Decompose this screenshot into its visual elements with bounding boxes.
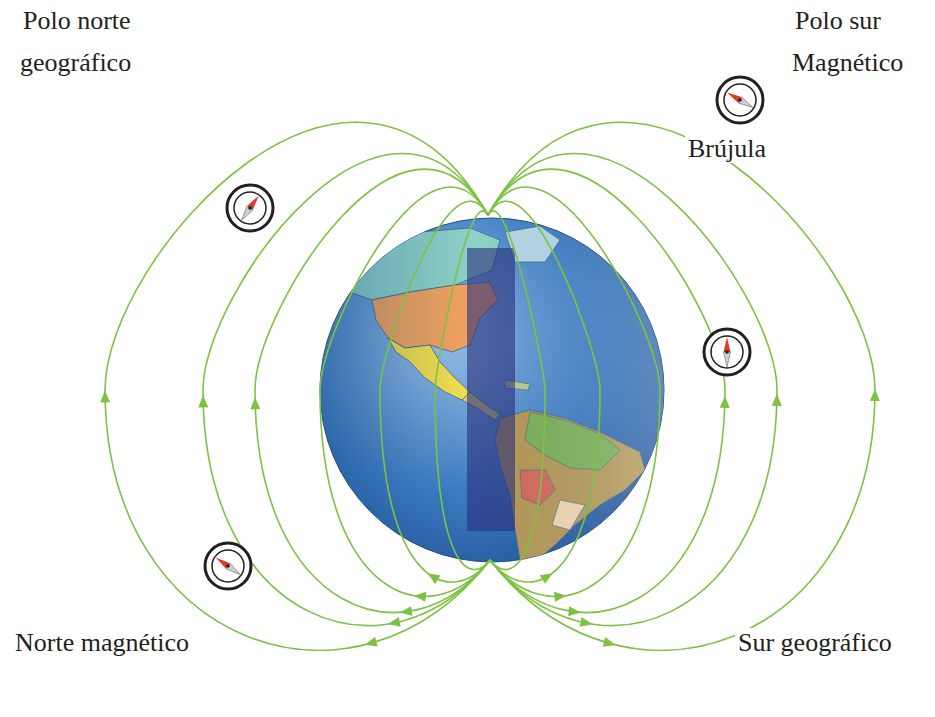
field-arrow — [198, 395, 208, 407]
field-line — [488, 169, 725, 612]
field-arrow — [554, 591, 567, 602]
field-line — [203, 154, 490, 626]
field-arrow — [100, 390, 110, 402]
compasses — [205, 77, 763, 589]
field-line — [488, 122, 875, 650]
field-arrow — [580, 617, 594, 629]
label-text: Sur geográfico — [735, 628, 895, 657]
label-text: Polo norte geográfico — [20, 6, 134, 77]
label-text: Norte magnético — [12, 628, 192, 657]
field-line — [488, 187, 660, 596]
field-arrow — [250, 397, 260, 409]
field-arrow — [540, 569, 555, 584]
field-line — [435, 211, 490, 570]
diagram-label: Norte magnético — [12, 622, 272, 664]
field-lines — [100, 122, 880, 650]
compass — [704, 329, 750, 375]
field-arrow — [387, 617, 401, 629]
field-arrow — [772, 394, 782, 406]
bar-magnet — [467, 248, 515, 531]
field-arrow — [720, 396, 730, 408]
field-line — [488, 211, 545, 570]
earth-globe — [320, 218, 664, 562]
diagram-label: Polo sur Magnético — [792, 0, 930, 83]
field-arrow — [603, 637, 617, 650]
compass — [717, 77, 763, 123]
compass — [227, 185, 273, 231]
label-text: Polo sur Magnético — [792, 6, 906, 77]
field-arrow — [413, 591, 426, 602]
field-line — [105, 122, 490, 650]
field-line — [320, 187, 490, 596]
field-line — [488, 154, 777, 626]
label-text: Brújula — [685, 134, 769, 163]
field-arrow — [425, 569, 440, 584]
diagram-label: Sur geográfico — [735, 622, 930, 664]
field-line — [255, 169, 490, 612]
field-arrow — [568, 606, 581, 617]
field-arrow — [870, 389, 880, 401]
field-arrow — [363, 637, 377, 650]
field-line — [488, 201, 600, 582]
diagram-label: Brújula — [685, 128, 805, 170]
field-line — [380, 201, 490, 582]
compass — [205, 543, 251, 589]
field-arrow — [399, 606, 412, 617]
diagram-label: Polo norte geográfico — [20, 0, 190, 83]
